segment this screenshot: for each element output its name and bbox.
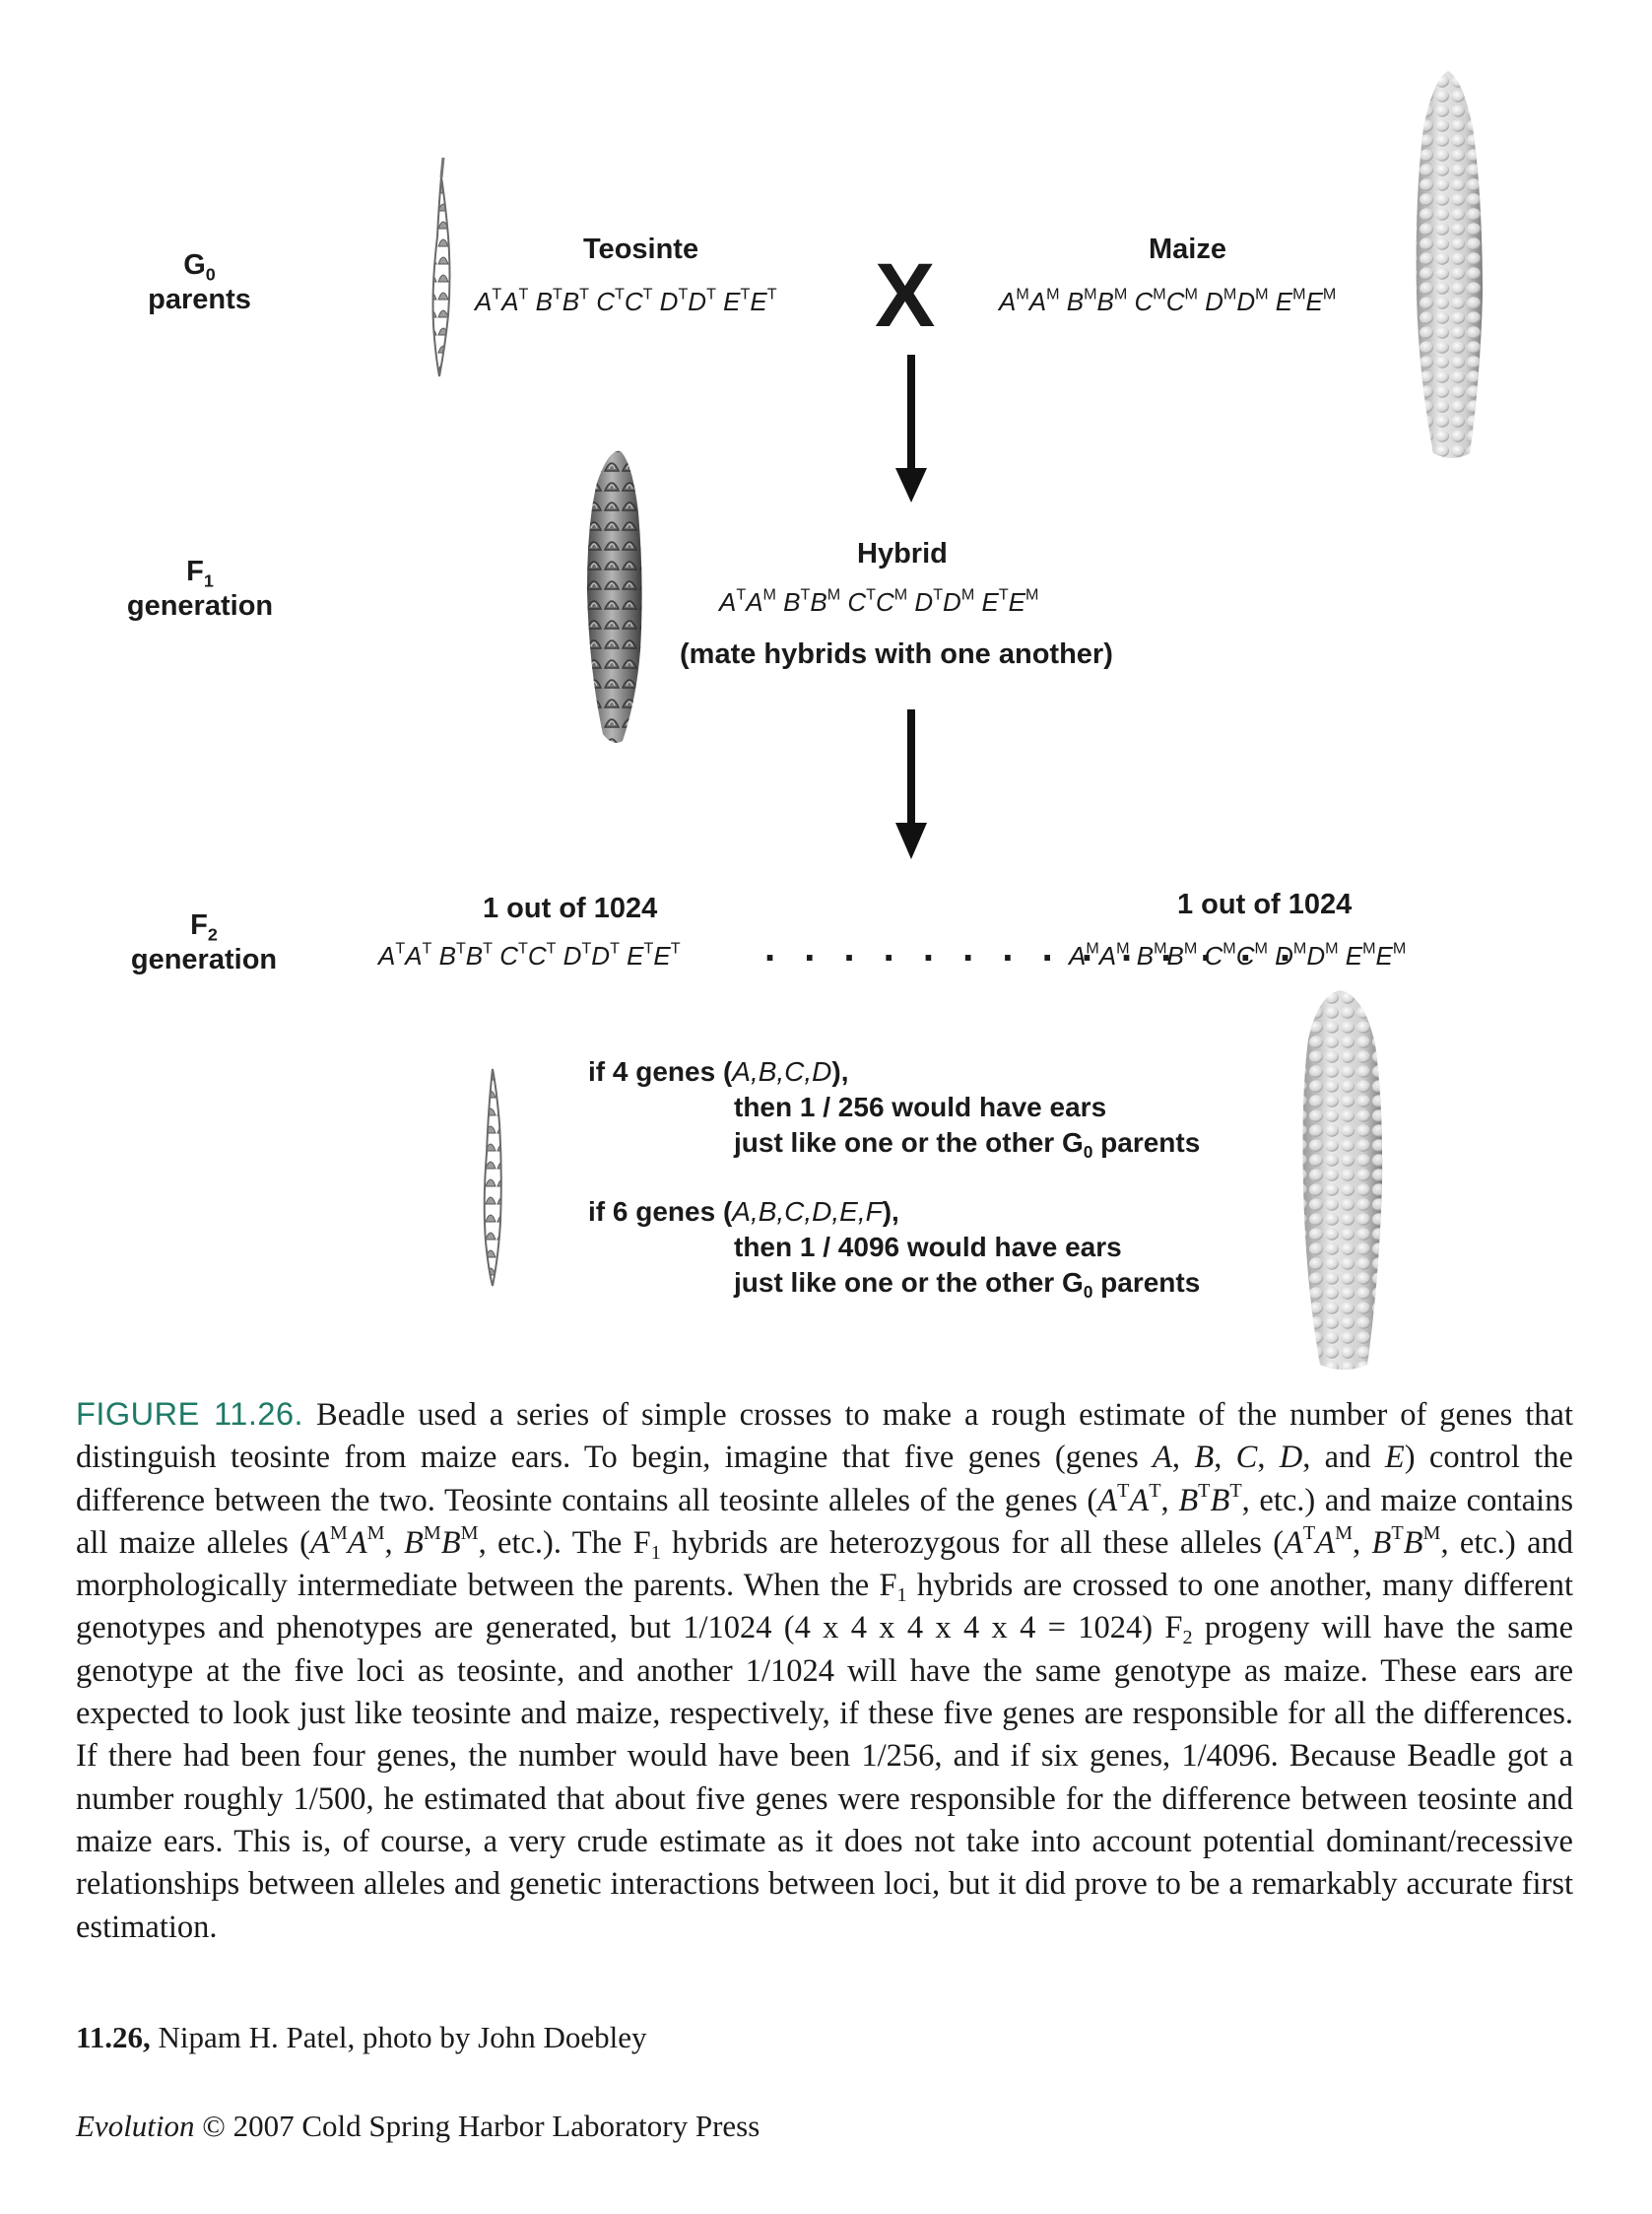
maize-label: Maize xyxy=(1149,234,1226,265)
teosinte-label: Teosinte xyxy=(583,234,699,265)
f2-teosinte-genotype: ATAT BTBT CTCT DTDT ETET xyxy=(378,939,681,971)
teosinte-ear-image-bottom xyxy=(483,1068,502,1287)
maize-ear-image-bottom xyxy=(1302,990,1383,1370)
teosinte-ear-image-top xyxy=(431,157,451,377)
arrow-g0-to-f1 xyxy=(895,355,927,503)
f2-teosinte-fraction: 1 out of 1024 xyxy=(483,893,658,924)
copyright-line: Evolution © 2007 Cold Spring Harbor Labo… xyxy=(76,2109,760,2143)
cross-symbol: X xyxy=(875,245,936,346)
hybrid-genotype: ATAM BTBM CTCM DTDM ETEM xyxy=(719,585,1039,617)
g0-parents-label: G0 parents xyxy=(148,249,251,316)
scenario-6-genes: if 6 genes (A,B,C,D,E,F), then 1 / 4096 … xyxy=(588,1196,1201,1303)
photo-credit: 11.26, Nipam H. Patel, photo by John Doe… xyxy=(76,2020,647,2054)
f2-dotted-range: . . . . . . . . . . . . . . xyxy=(764,926,1300,970)
f2-maize-genotype: AMAM BMBM CMCM DMDM EMEM xyxy=(1069,939,1407,971)
f2-generation-label: F2 generation xyxy=(130,909,278,976)
maize-genotype: AMAM BMBM CMCM DMDM EMEM xyxy=(999,285,1337,316)
hybrid-label: Hybrid xyxy=(857,538,948,570)
f1-generation-label: F1 generation xyxy=(126,556,274,623)
figure-caption: FIGURE 11.26. Beadle used a series of si… xyxy=(76,1396,1574,1945)
teosinte-genotype: ATAT BTBT CTCT DTDT ETET xyxy=(475,285,777,316)
hybrid-mating-note: (mate hybrids with one another) xyxy=(680,638,1113,670)
arrow-f1-to-f2 xyxy=(895,709,927,859)
scenario-4-genes: if 4 genes (A,B,C,D), then 1 / 256 would… xyxy=(588,1056,1201,1163)
hybrid-ear-image xyxy=(587,450,642,743)
figure-label: FIGURE 11.26. xyxy=(76,1396,304,1432)
maize-ear-image-top xyxy=(1416,71,1483,458)
f2-maize-fraction: 1 out of 1024 xyxy=(1177,889,1353,920)
